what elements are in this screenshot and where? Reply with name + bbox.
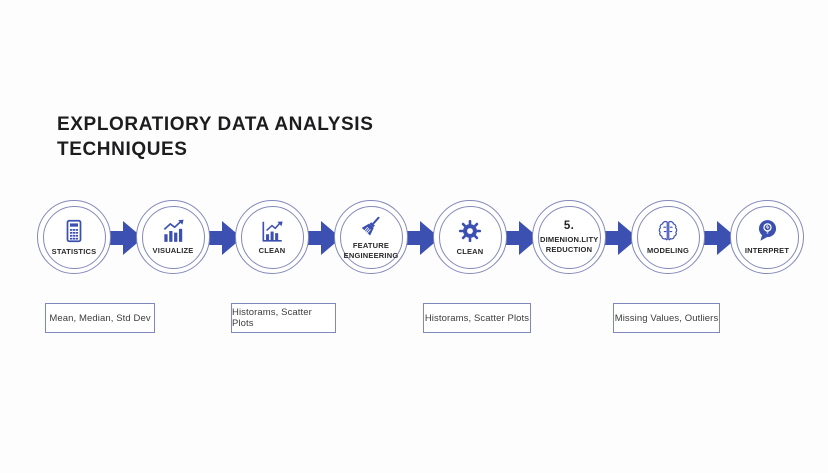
step-circle: STATISTICS [37, 200, 111, 274]
bar-chart-rising-icon [163, 219, 184, 242]
step-interpret: INTERPRET [730, 200, 806, 276]
step-label: DIMENION.LITY REDUCTION [540, 234, 599, 254]
lightbulb-bubble-icon [758, 220, 776, 241]
flow-arrow-icon [204, 221, 242, 255]
step-label: MODELING [646, 245, 689, 255]
step-label: CLEAN [258, 245, 286, 255]
page-title-line1: EXPLORATIORY DATA ANALYSIS [57, 114, 374, 135]
step-label: INTERPRET [744, 246, 790, 256]
note-box-modeling: Missing Values, Outliers [613, 303, 720, 333]
note-box-clean-1: Historams, Scatter Plots [231, 303, 336, 333]
chart-axis-rising-icon [262, 221, 283, 242]
flow-arrow-icon [105, 221, 143, 255]
step-label: STATISTICS [51, 246, 97, 256]
broom-icon [361, 216, 380, 236]
step-dimensionality-reduction: 5. DIMENION.LITY REDUCTION [532, 200, 608, 276]
flow-arrow-icon [402, 221, 440, 255]
brain-icon [658, 220, 678, 240]
flow-arrow-icon [600, 221, 638, 255]
step-label: VISUALIZE [152, 245, 194, 255]
step-modeling: MODELING [631, 200, 707, 276]
note-box-statistics: Mean, Median, Std Dev [45, 303, 155, 333]
step-feature-engineering: FEATURE ENGINEERING [334, 200, 410, 276]
step-statistics: STATISTICS [37, 200, 113, 276]
note-box-clean-2: Historams, Scatter Plots [423, 303, 531, 333]
note-text: Mean, Median, Std Dev [49, 312, 151, 324]
calculator-icon [66, 219, 82, 242]
note-text: Missing Values, Outliers [614, 312, 719, 324]
step-clean-2: CLEAN [433, 200, 509, 276]
step-label: CLEAN [456, 246, 484, 256]
step-label: FEATURE ENGINEERING [343, 241, 399, 260]
step-clean-1: CLEAN [235, 200, 311, 276]
note-text: Historams, Scatter Plots [232, 307, 312, 329]
note-text: Historams, Scatter Plots [424, 312, 530, 324]
flow-arrow-icon [699, 221, 737, 255]
step-number: 5. [563, 219, 575, 232]
page-title-line2: TECHNIQUES [57, 139, 188, 160]
flow-arrow-icon [501, 221, 539, 255]
flow-arrow-icon [303, 221, 341, 255]
step-visualize: VISUALIZE [136, 200, 212, 276]
gear-icon [458, 219, 482, 242]
page-title: EXPLORATIORY DATA ANALYSIS TECHNIQUES [57, 112, 373, 162]
